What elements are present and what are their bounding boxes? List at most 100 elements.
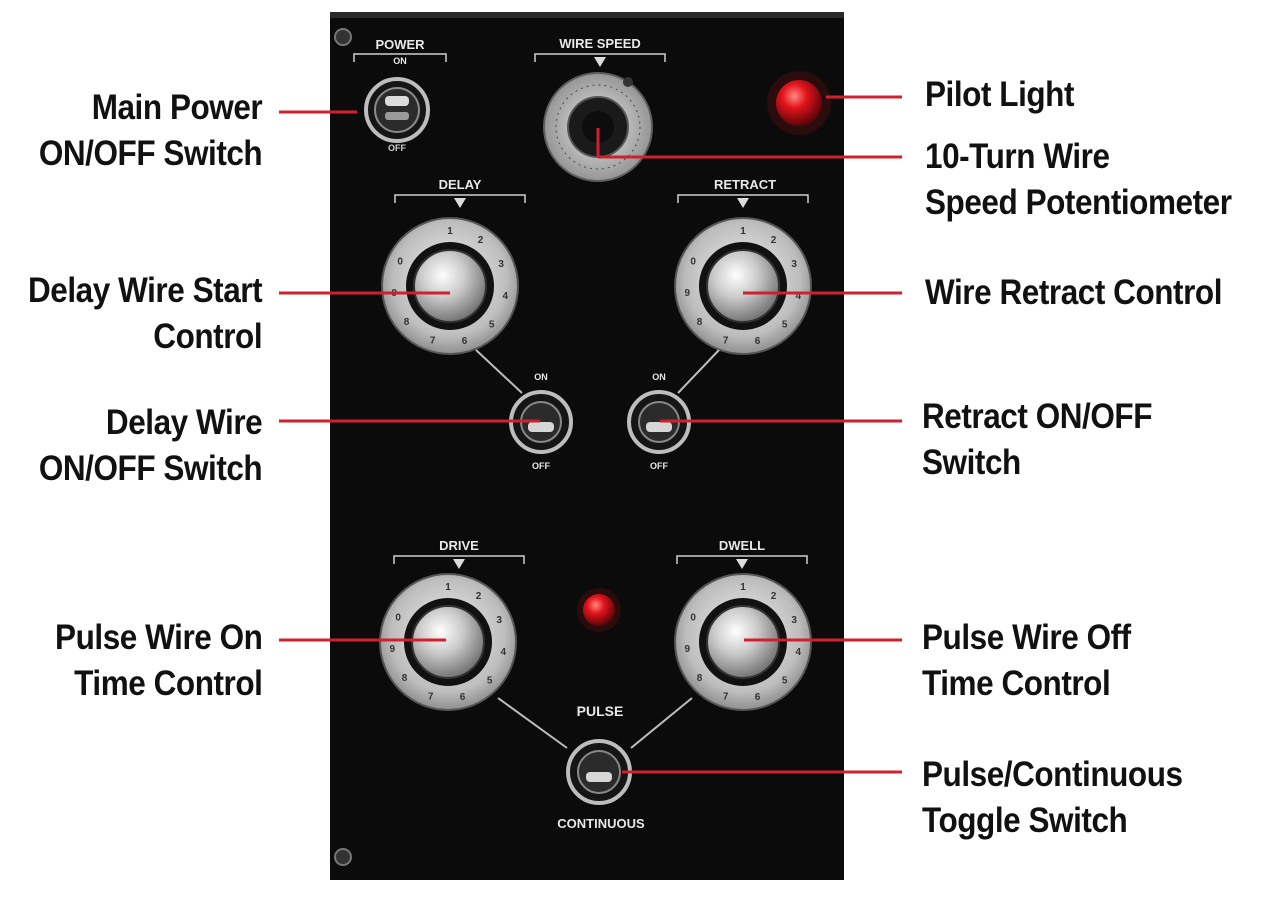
callout-wire-retract-line1: Wire Retract Control <box>925 273 1223 312</box>
delay-pointer-icon <box>454 198 466 208</box>
power-bracket <box>353 53 447 62</box>
callout-main-power: Main Power ON/OFF Switch <box>38 85 263 177</box>
callout-pulse-off-time: Pulse Wire Off Time Control <box>922 615 1131 707</box>
dial-number: 1 <box>740 226 746 237</box>
leader-lines <box>279 95 902 774</box>
dial-number: 6 <box>755 336 761 347</box>
pulse-indicator-light <box>577 588 621 632</box>
dial-number: 6 <box>460 692 466 703</box>
pulse-wire-off-time-dial[interactable] <box>674 573 812 711</box>
dial-number: 1 <box>447 226 453 237</box>
dwell-pointer-icon <box>736 559 748 569</box>
dial-number: 5 <box>782 320 788 331</box>
dial-number: 2 <box>478 235 484 246</box>
dial-number: 3 <box>791 615 797 626</box>
callout-wire-speed-pot-line1: 10-Turn Wire <box>925 137 1110 176</box>
dial-number: 5 <box>487 676 493 687</box>
delay-bracket <box>394 194 526 203</box>
power-title: POWER <box>375 37 425 52</box>
dial-number: 7 <box>428 691 434 702</box>
dial-number: 2 <box>476 591 482 602</box>
dial-number-labels: 1234567890123456789012345678901234567890 <box>390 226 802 703</box>
delay-wire-start-dial[interactable] <box>381 217 519 355</box>
dial-number: 2 <box>771 591 777 602</box>
dial-number: 6 <box>755 692 761 703</box>
dial-number: 9 <box>685 644 691 655</box>
callout-pulse-on-time-line1: Pulse Wire On <box>54 618 263 657</box>
callout-wire-speed-pot-line2: Speed Potentiometer <box>925 183 1232 222</box>
wire-speed-bracket <box>534 53 666 62</box>
panel-screw-icon <box>334 848 352 866</box>
callout-wire-speed-pot: 10-Turn Wire Speed Potentiometer <box>925 134 1232 226</box>
callout-main-power-line1: Main Power <box>91 88 262 127</box>
dial-number: 0 <box>397 257 403 268</box>
pulse-label: PULSE <box>577 703 624 719</box>
callout-pilot-light: Pilot Light <box>925 72 1074 118</box>
dial-number: 6 <box>462 336 468 347</box>
dwell-title: DWELL <box>719 538 765 553</box>
drive-pointer-icon <box>453 559 465 569</box>
dwell-bracket <box>676 555 808 564</box>
power-off-label: OFF <box>388 143 406 153</box>
power-on-label: ON <box>393 56 407 66</box>
pulse-wire-on-time-dial[interactable] <box>379 573 517 711</box>
dial-number: 7 <box>723 691 729 702</box>
callout-retract-switch: Retract ON/OFF Switch <box>922 394 1152 486</box>
dial-number: 0 <box>690 257 696 268</box>
delay-switch-off-label: OFF <box>532 461 550 471</box>
dial-number: 0 <box>395 613 401 624</box>
panel-top-edge <box>330 12 844 18</box>
retract-switch[interactable] <box>627 390 691 454</box>
callout-delay-wire-switch-line1: Delay Wire <box>105 403 263 442</box>
dial-number: 7 <box>723 335 729 346</box>
dial-number: 8 <box>697 317 703 328</box>
retract-switch-off-label: OFF <box>650 461 668 471</box>
callout-retract-switch-line1: Retract ON/OFF <box>922 397 1152 436</box>
delay-connector-line <box>475 349 523 394</box>
callout-pulse-continuous: Pulse/Continuous Toggle Switch <box>922 752 1183 844</box>
callout-pulse-on-time: Pulse Wire On Time Control <box>54 615 263 707</box>
callout-delay-wire-start-line2: Control <box>153 317 262 356</box>
dial-number: 7 <box>430 335 436 346</box>
callout-main-power-line2: ON/OFF Switch <box>38 134 263 173</box>
retract-title: RETRACT <box>714 177 776 192</box>
dial-number: 5 <box>489 320 495 331</box>
dial-number: 4 <box>503 291 509 302</box>
dial-number: 8 <box>697 673 703 684</box>
drive-bracket <box>393 555 525 564</box>
callout-wire-retract: Wire Retract Control <box>925 270 1222 316</box>
wire-speed-indicator <box>623 77 633 87</box>
pilot-light <box>767 71 831 135</box>
wire-retract-dial[interactable] <box>674 217 812 355</box>
dial-number: 8 <box>404 317 410 328</box>
dial-number: 3 <box>791 259 797 270</box>
retract-connector-line <box>677 349 720 394</box>
dial-number: 0 <box>690 613 696 624</box>
drive-connector-line <box>497 697 568 749</box>
callout-retract-switch-line2: Switch <box>922 443 1021 482</box>
dial-number: 4 <box>796 291 802 302</box>
callout-pulse-off-time-line2: Time Control <box>922 664 1111 703</box>
wire-speed-pointer-icon <box>594 57 606 67</box>
delay-switch-on-label: ON <box>534 372 548 382</box>
retract-bracket <box>677 194 809 203</box>
callout-pulse-on-time-line2: Time Control <box>73 664 263 703</box>
dial-number: 1 <box>740 582 746 593</box>
wire-speed-potentiometer[interactable] <box>543 72 653 182</box>
callout-delay-wire-start-line1: Delay Wire Start <box>27 271 263 310</box>
callout-delay-wire-switch: Delay Wire ON/OFF Switch <box>39 400 263 492</box>
continuous-label: CONTINUOUS <box>557 816 645 831</box>
dial-number: 4 <box>501 647 507 658</box>
callout-delay-wire-start: Delay Wire Start Control <box>27 268 263 360</box>
dial-number: 1 <box>445 582 451 593</box>
main-power-switch[interactable] <box>364 77 430 143</box>
pulse-continuous-switch[interactable] <box>566 739 632 805</box>
callout-pulse-off-time-line1: Pulse Wire Off <box>922 618 1131 657</box>
dwell-connector-line <box>630 697 693 749</box>
drive-title: DRIVE <box>439 538 479 553</box>
dial-number: 3 <box>496 615 502 626</box>
dial-number: 3 <box>498 259 504 270</box>
callout-pulse-continuous-line1: Pulse/Continuous <box>922 755 1183 794</box>
callout-pulse-continuous-line2: Toggle Switch <box>922 801 1128 840</box>
